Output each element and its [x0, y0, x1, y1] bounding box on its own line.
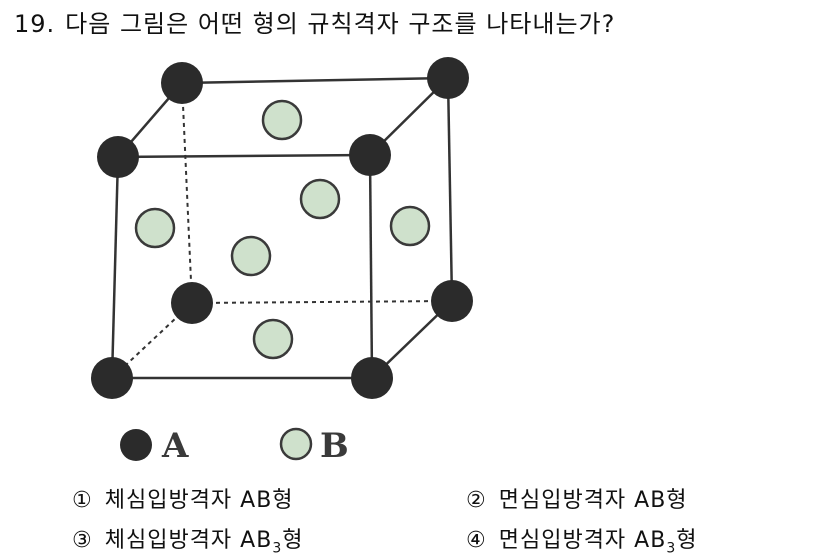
legend-b-label: B: [320, 426, 349, 466]
atom-a: [431, 280, 473, 322]
atom-b: [389, 205, 431, 247]
choice-2[interactable]: ② 면심입방격자 AB형: [466, 482, 688, 514]
atom-a: [91, 357, 133, 399]
choice-4-suffix: 형: [676, 528, 698, 553]
atom-b: [252, 318, 294, 360]
choice-2-mark: ②: [466, 488, 487, 513]
choice-3-mark: ③: [72, 528, 93, 553]
cube-edge: [181, 76, 449, 85]
choice-4[interactable]: ④ 면심입방격자 AB3형: [466, 522, 697, 556]
hidden-edge: [181, 82, 193, 304]
atom-a: [161, 62, 203, 104]
choice-1-mark: ①: [72, 488, 93, 513]
legend-a-marker: [120, 429, 152, 461]
crystal-lattice-figure: A B: [70, 50, 490, 470]
cube-edge: [368, 154, 374, 379]
cube-edge: [117, 153, 371, 159]
hidden-edge: [191, 300, 453, 304]
atom-b: [261, 99, 303, 141]
question-text: 19. 다음 그림은 어떤 형의 규칙격자 구조를 나타내는가?: [14, 4, 615, 39]
atom-b: [230, 235, 272, 277]
atom-b: [134, 207, 176, 249]
choice-3-subscript: 3: [272, 540, 283, 556]
choice-4-subscript: 3: [666, 540, 677, 556]
atom-a: [97, 136, 139, 178]
choice-4-mark: ④: [466, 528, 487, 553]
choice-3-text: 체심입방격자 AB: [104, 528, 273, 553]
atom-a: [351, 357, 393, 399]
legend-b-marker: [279, 427, 313, 461]
atom-a: [349, 134, 391, 176]
lattice-svg: A B: [91, 57, 473, 466]
choice-1[interactable]: ① 체심입방격자 AB형: [72, 482, 294, 514]
question-number: 19.: [14, 10, 56, 38]
choice-4-text: 면심입방격자 AB: [498, 528, 667, 553]
atom-a: [427, 57, 469, 99]
choice-3[interactable]: ③ 체심입방격자 AB3형: [72, 522, 303, 556]
atom-a: [171, 282, 213, 324]
choice-1-text: 체심입방격자 AB형: [104, 488, 294, 513]
atom-b: [299, 178, 341, 220]
choice-3-suffix: 형: [282, 528, 304, 553]
legend-a-label: A: [161, 426, 189, 466]
choice-2-text: 면심입방격자 AB형: [498, 488, 688, 513]
cube-edge: [446, 77, 454, 302]
question-body: 다음 그림은 어떤 형의 규칙격자 구조를 나타내는가?: [65, 10, 616, 38]
cube-edge: [110, 156, 120, 379]
